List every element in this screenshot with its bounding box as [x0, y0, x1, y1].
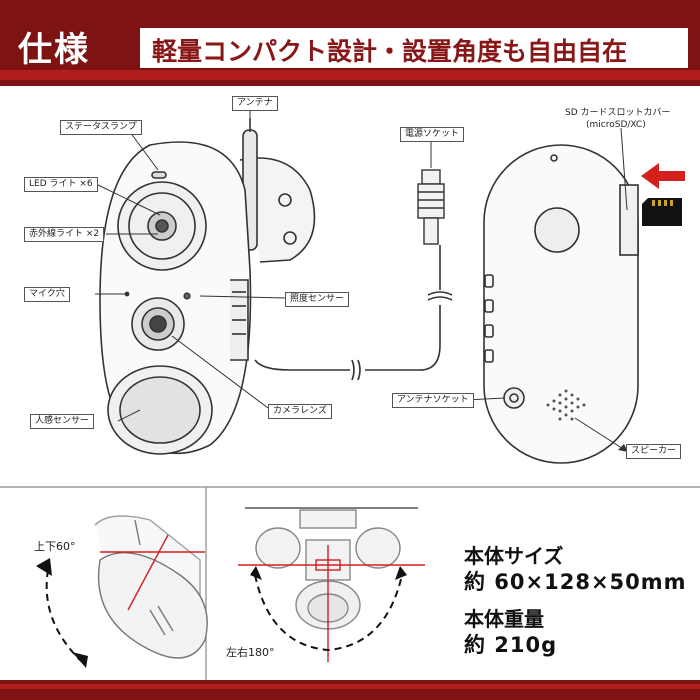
label-antenna: アンテナ — [232, 96, 278, 111]
spec-size-value: 約 60×128×50mm — [464, 570, 687, 594]
label-speaker: スピーカー — [626, 444, 682, 459]
label-motion-sensor: 人感センサー — [30, 414, 95, 429]
label-ir-light: 赤外線ライト ×2 — [24, 227, 105, 242]
subtitle-box — [140, 28, 688, 68]
label-light-sensor: 照度センサー — [285, 292, 350, 307]
tilt-diagram — [94, 515, 208, 659]
label-camera-lens: カメラレンズ — [268, 404, 332, 419]
pan-angle-lines — [238, 545, 425, 662]
speaker-grille — [546, 389, 586, 421]
page-title: 仕様 — [18, 30, 90, 70]
leader-lines — [95, 108, 629, 453]
footer-stripe — [0, 684, 700, 689]
label-power-socket: 電源ソケット — [400, 127, 465, 142]
label-tilt-angle: 上下60° — [34, 540, 76, 553]
label-led-light: LED ライト ×6 — [24, 177, 98, 192]
spec-weight-value: 約 210g — [464, 633, 558, 657]
page-subtitle: 軽量コンパクト設計・設置角度も自由自在 — [152, 37, 628, 66]
label-mic-hole: マイク穴 — [24, 287, 70, 302]
tilt-arc — [45, 569, 81, 661]
cable-break-marks — [351, 291, 453, 381]
power-connector — [417, 169, 445, 245]
pan-diagram — [245, 507, 418, 630]
footer-bar — [0, 680, 700, 700]
insert-arrow-icon — [641, 163, 685, 189]
tilt-angle-lines — [100, 534, 205, 611]
spec-weight-label: 本体重量 — [464, 607, 544, 631]
sd-card-icon — [642, 198, 682, 226]
label-sd-cover: SD カードスロットカバー — [565, 108, 671, 118]
camera-back-view — [483, 144, 639, 464]
label-antenna-socket: アンテナソケット — [392, 393, 474, 408]
label-status-lamp: ステータスランプ — [60, 120, 142, 135]
spec-size-label: 本体サイズ — [464, 544, 564, 568]
header-stripe — [0, 70, 700, 80]
label-pan-angle: 左右180° — [226, 646, 275, 659]
label-sd-cover-sub: (microSD/XC) — [586, 120, 646, 130]
camera-front-view — [99, 118, 441, 455]
pan-arc — [254, 574, 403, 652]
